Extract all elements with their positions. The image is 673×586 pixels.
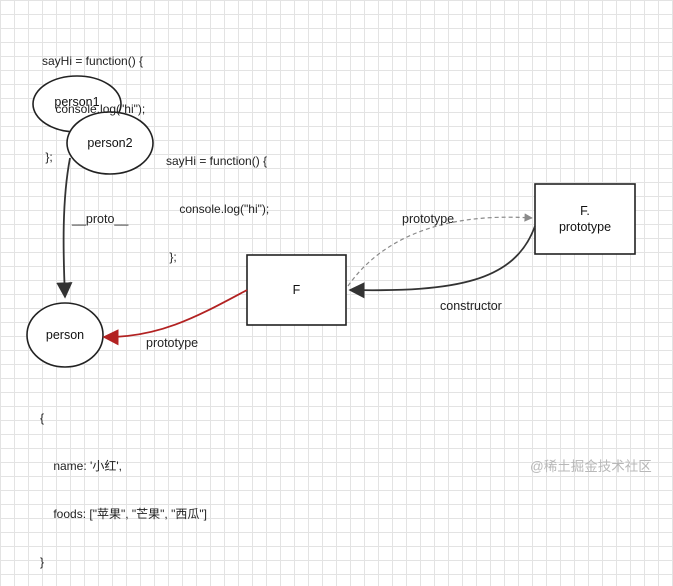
constructor-edge-label: constructor [440,299,502,313]
code-line: console.log("hi"); [42,102,146,116]
F-box [246,254,347,326]
proto-edge [56,157,73,299]
code-line: sayHi = function() { [166,154,268,168]
code-line: console.log("hi"); [166,202,270,216]
person2-label: person2 [87,136,133,150]
proto-edge-label: __proto__ [72,212,129,226]
code-line: } [40,555,45,569]
watermark: @稀土掘金技术社区 [530,459,652,474]
F-prototype-box [534,183,636,255]
code-block-person-object: { name: '小红', foods: ["苹果", "芒果", "西瓜"] … [40,378,207,586]
F-prototype-label-line: prototype [558,220,612,234]
code-line: }; [42,150,53,164]
code-block-top: sayHi = function() { console.log("hi"); … [42,21,145,181]
person2-node [66,111,154,175]
code-line: { [40,411,45,425]
prototype-edge-red-label: prototype [146,336,199,350]
constructor-edge [348,225,536,299]
prototype-edge-red [102,289,248,346]
prototype-edge-dashed-label: prototype [402,212,455,226]
F-prototype-label-line: F. [580,204,590,218]
code-line: }; [166,250,177,264]
diagram-canvas [26,75,636,368]
code-line: name: '小红', [40,459,122,473]
F-label: F [292,283,301,297]
code-line: sayHi = function() { [42,54,144,68]
code-line: foods: ["苹果", "芒果", "西瓜"] [40,507,207,521]
person1-label: person1 [54,95,100,109]
prototype-edge-dashed [347,213,533,287]
F-prototype-label: F. prototype [535,203,635,235]
code-block-right: sayHi = function() { console.log("hi"); … [166,121,269,281]
person-label: person [45,328,85,342]
